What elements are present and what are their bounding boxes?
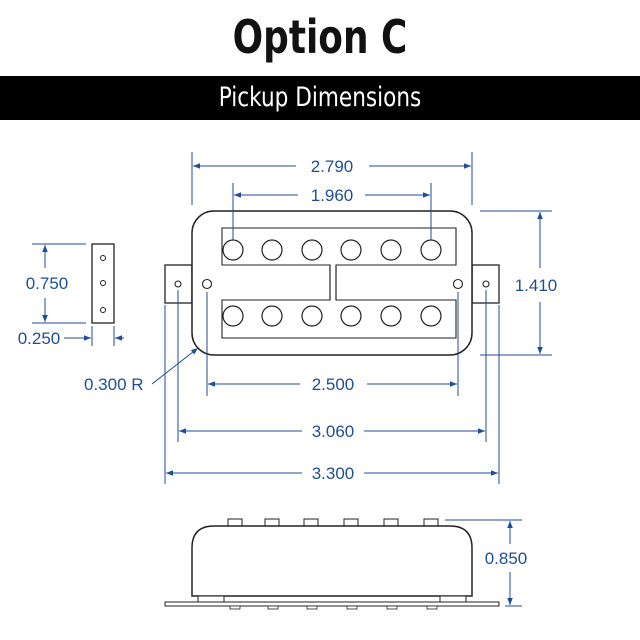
- left-mount-hole: [201, 278, 213, 290]
- left-ear-hole: [174, 280, 182, 288]
- dim-pickup-depth: 0.850: [485, 549, 528, 568]
- dim-pole-span: 1.960: [311, 186, 354, 205]
- dim-height: 1.410: [515, 276, 558, 295]
- pickup-profile-body: [191, 525, 473, 597]
- dim-overall-width: 2.790: [311, 157, 354, 176]
- subtitle-banner: Pickup Dimensions: [0, 76, 640, 120]
- pole-pieces-top: [222, 239, 442, 261]
- profile-dimension-lines: [445, 519, 522, 607]
- right-mount-hole: [452, 278, 464, 290]
- pickup-body: [191, 210, 473, 356]
- page-title: Option C: [232, 10, 408, 64]
- top-view: [164, 210, 500, 356]
- pole-pieces-bottom: [222, 305, 442, 327]
- baseplate: [164, 601, 500, 607]
- spacer-view: [91, 243, 115, 324]
- spacer-dimension-lines: [32, 243, 124, 346]
- dim-mount-ear-span: 3.060: [312, 422, 355, 441]
- right-ear-hole: [482, 280, 490, 288]
- dim-mount-hole-spacing: 2.500: [312, 375, 355, 394]
- dim-corner-radius: 0.300 R: [84, 375, 144, 394]
- banner-title: Pickup Dimensions: [218, 82, 422, 113]
- profile-view: [164, 518, 500, 610]
- spacer-bar: [91, 243, 115, 324]
- dim-baseplate-width: 3.300: [312, 464, 355, 483]
- dim-spacer-width: 0.250: [18, 329, 61, 348]
- dimension-lines: [151, 152, 552, 484]
- dim-spacer-height: 0.750: [26, 274, 69, 293]
